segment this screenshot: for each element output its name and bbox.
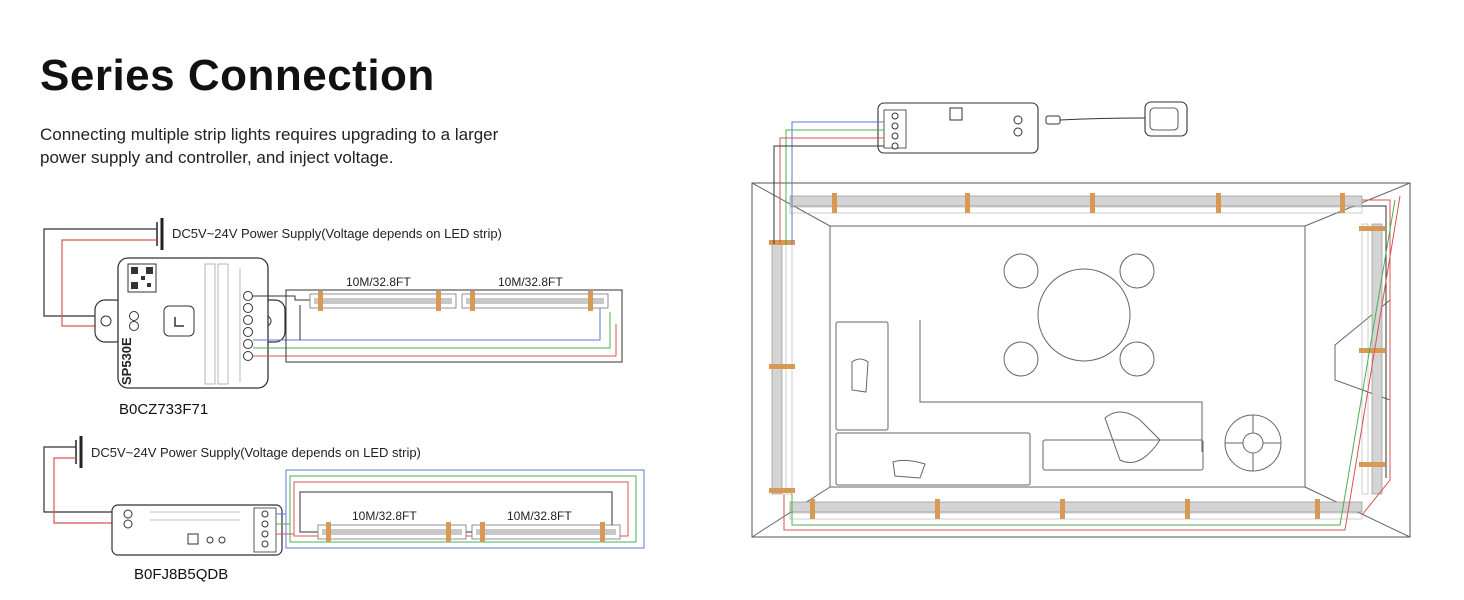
plug-adapter-icon [1144,101,1188,137]
product-code-a: B0CZ733F71 [119,401,208,418]
wire-black-a [43,228,157,317]
page-title: Series Connection [40,51,435,100]
led-strip-b1 [317,522,467,542]
wire-out-blue-b [285,469,645,549]
wire-out-green-b [289,475,637,543]
room-led-strips [769,193,1385,520]
controller-b [111,504,283,556]
wire-red-b [53,457,122,524]
diagram-a: DC5V~24V Power Supply(Voltage depends on… [43,218,623,418]
led-strip-a2 [461,291,609,311]
controller-model-label: SP530E [119,337,134,385]
wire-black-b [43,446,122,513]
product-code-b: B0FJ8B5QDB [134,566,228,583]
strip-length-b1: 10M/32.8FT [352,509,417,523]
diagram-b: DC5V~24V Power Supply(Voltage depends on… [43,436,645,583]
terminals [243,291,253,361]
room-controller [877,101,1188,154]
led-strip-a1 [309,291,457,311]
wire-out-red-a [253,324,617,357]
wire-loop-a [285,289,623,363]
strip-length-b2: 10M/32.8FT [507,509,572,523]
qr-code-icon [187,533,199,545]
power-supply-label-b: DC5V~24V Power Supply(Voltage depends on… [91,445,421,460]
power-supply-symbol-a [156,218,164,250]
strip-length-a1: 10M/32.8FT [346,275,411,289]
room-wires [773,121,1401,531]
wire-out-black-a [253,295,310,301]
power-supply-label-a: DC5V~24V Power Supply(Voltage depends on… [172,226,502,241]
qr-code-icon [127,263,157,293]
wire-out-green-a [253,312,611,349]
controller-sp530e: SP530E [94,257,286,389]
led-strip-b2 [471,522,621,542]
room-layout-diagram [751,101,1411,538]
furniture [835,253,1391,486]
strip-length-a2: 10M/32.8FT [498,275,563,289]
page-description: Connecting multiple strip lights require… [40,125,499,167]
power-button-icon [163,305,195,337]
power-supply-symbol-b [75,436,83,468]
